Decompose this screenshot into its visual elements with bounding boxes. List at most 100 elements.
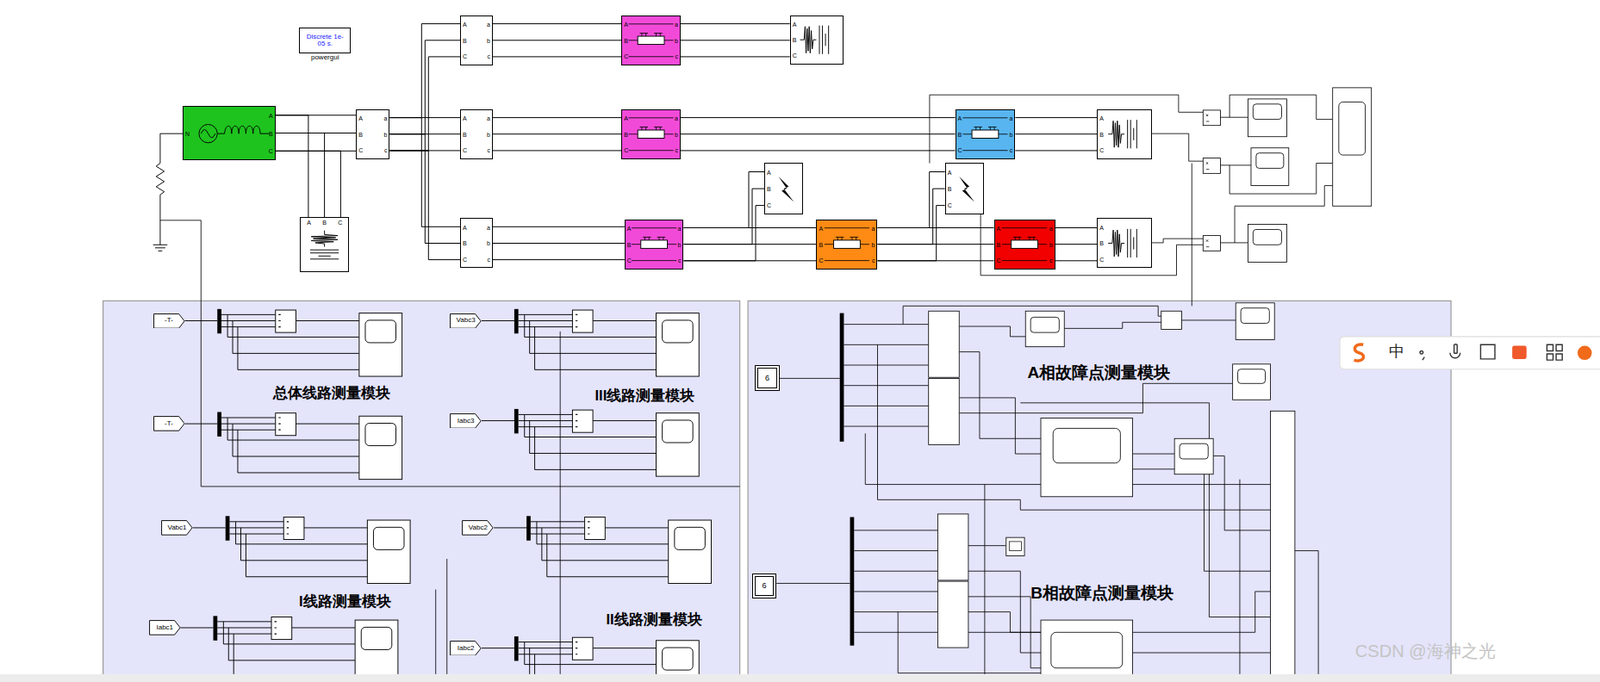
port-label: A (1099, 115, 1104, 122)
port-label: a (678, 225, 682, 232)
scope-screen (1256, 153, 1284, 169)
scope-screen (1030, 317, 1059, 333)
port-label: C (1099, 147, 1104, 154)
port-label: A (947, 169, 953, 176)
tag-label: Vabc1 (167, 524, 187, 532)
section-heading: II线路测量模块 (605, 612, 702, 629)
pi-line-block: ABCabc (994, 219, 1056, 270)
product-block (1202, 236, 1221, 252)
port-label: c (487, 147, 492, 154)
scope-screen (1051, 632, 1123, 668)
selector-block (928, 311, 960, 378)
scope-block (1040, 418, 1134, 498)
port-label: B (958, 130, 963, 137)
port-label: C (792, 52, 797, 59)
pi-line-block: ABCabc (621, 15, 681, 66)
port-label: A (358, 115, 363, 122)
breaker-block: ABCabc (460, 109, 493, 160)
constant-block: 6 (754, 365, 779, 392)
port-label: b (678, 241, 682, 248)
scope-block (1251, 148, 1289, 187)
port-label: A (306, 219, 312, 226)
resistor-symbol (153, 133, 183, 251)
port-label: B (358, 130, 363, 137)
phase-wire (492, 259, 625, 261)
phase-wire (1055, 260, 1098, 262)
port-label: B (462, 240, 467, 247)
port-label: a (1008, 115, 1013, 122)
status-bar (0, 674, 1600, 682)
from-tag: Iabc1 (149, 620, 181, 636)
ime-icons (1419, 344, 1563, 361)
port-label: C (627, 257, 632, 264)
power-connector (492, 39, 622, 41)
port-label: c (674, 53, 679, 60)
product-block (1161, 311, 1183, 330)
tag-label: Vabc2 (468, 524, 488, 532)
port-label: a (486, 115, 491, 122)
power-connector (1014, 133, 1097, 135)
port-label: a (674, 21, 679, 28)
tag-shape (161, 521, 193, 536)
port-label: B (623, 130, 629, 137)
display-screen (1008, 541, 1022, 552)
port-label: B (792, 37, 797, 44)
port-label: c (1009, 147, 1014, 154)
port-label: B (996, 241, 1002, 248)
port-label: B (627, 241, 632, 248)
tag-shape (153, 313, 185, 329)
port-label: a (871, 225, 876, 232)
scope-screen (1338, 101, 1366, 156)
port-label: B (766, 186, 772, 193)
power-connector (492, 242, 625, 244)
port-label: B (623, 37, 629, 44)
port-label: B (268, 130, 274, 137)
constant-value: 6 (765, 373, 770, 382)
port-label: B (322, 219, 327, 226)
port-label: c (678, 257, 682, 264)
power-connector (680, 39, 791, 41)
power-connector (389, 40, 461, 135)
product-block (1202, 158, 1221, 175)
port-label: A (462, 21, 467, 28)
tag-label: -T- (164, 317, 174, 324)
power-connector (877, 188, 946, 245)
scope-block (1235, 303, 1275, 341)
tag-shape (149, 621, 181, 636)
measurement-block: ABC (1096, 217, 1152, 268)
from-tag: Vabc3 (449, 313, 482, 330)
scope-screen (1252, 104, 1282, 120)
phase-wire (275, 115, 309, 218)
scope-screen (1252, 229, 1282, 245)
measurement-module (184, 309, 402, 377)
phase-wire (492, 56, 622, 57)
ime-logo (1354, 344, 1364, 362)
from-tag: Vabc1 (161, 520, 193, 536)
fault-block: ABC (764, 162, 804, 214)
power-connector (684, 188, 766, 245)
port-label: C (996, 257, 1002, 264)
port-label: C (462, 53, 467, 60)
pi-line-block: ABCabc (621, 109, 681, 160)
port-label: a (486, 224, 491, 231)
bus-bar (840, 313, 845, 443)
scope-block (1232, 364, 1271, 400)
measurement-module (481, 409, 699, 477)
from-tag: Iabc2 (449, 641, 482, 657)
section-heading: III线路测量模块 (594, 388, 695, 405)
port-label: C (1099, 255, 1104, 262)
scope-block (1332, 87, 1372, 206)
phase-wire (877, 172, 946, 229)
tag-label: Iabc3 (457, 417, 475, 425)
ime-icon (1512, 346, 1527, 360)
scope-screen (1238, 369, 1266, 385)
port-label: b (1008, 130, 1013, 137)
phase-wire (275, 150, 342, 218)
port-label: B (818, 241, 823, 248)
measurement-module (192, 516, 411, 584)
port-label: A (462, 224, 467, 231)
port-label: C (358, 147, 363, 154)
section-heading: 总体线路测量模块 (273, 385, 391, 402)
